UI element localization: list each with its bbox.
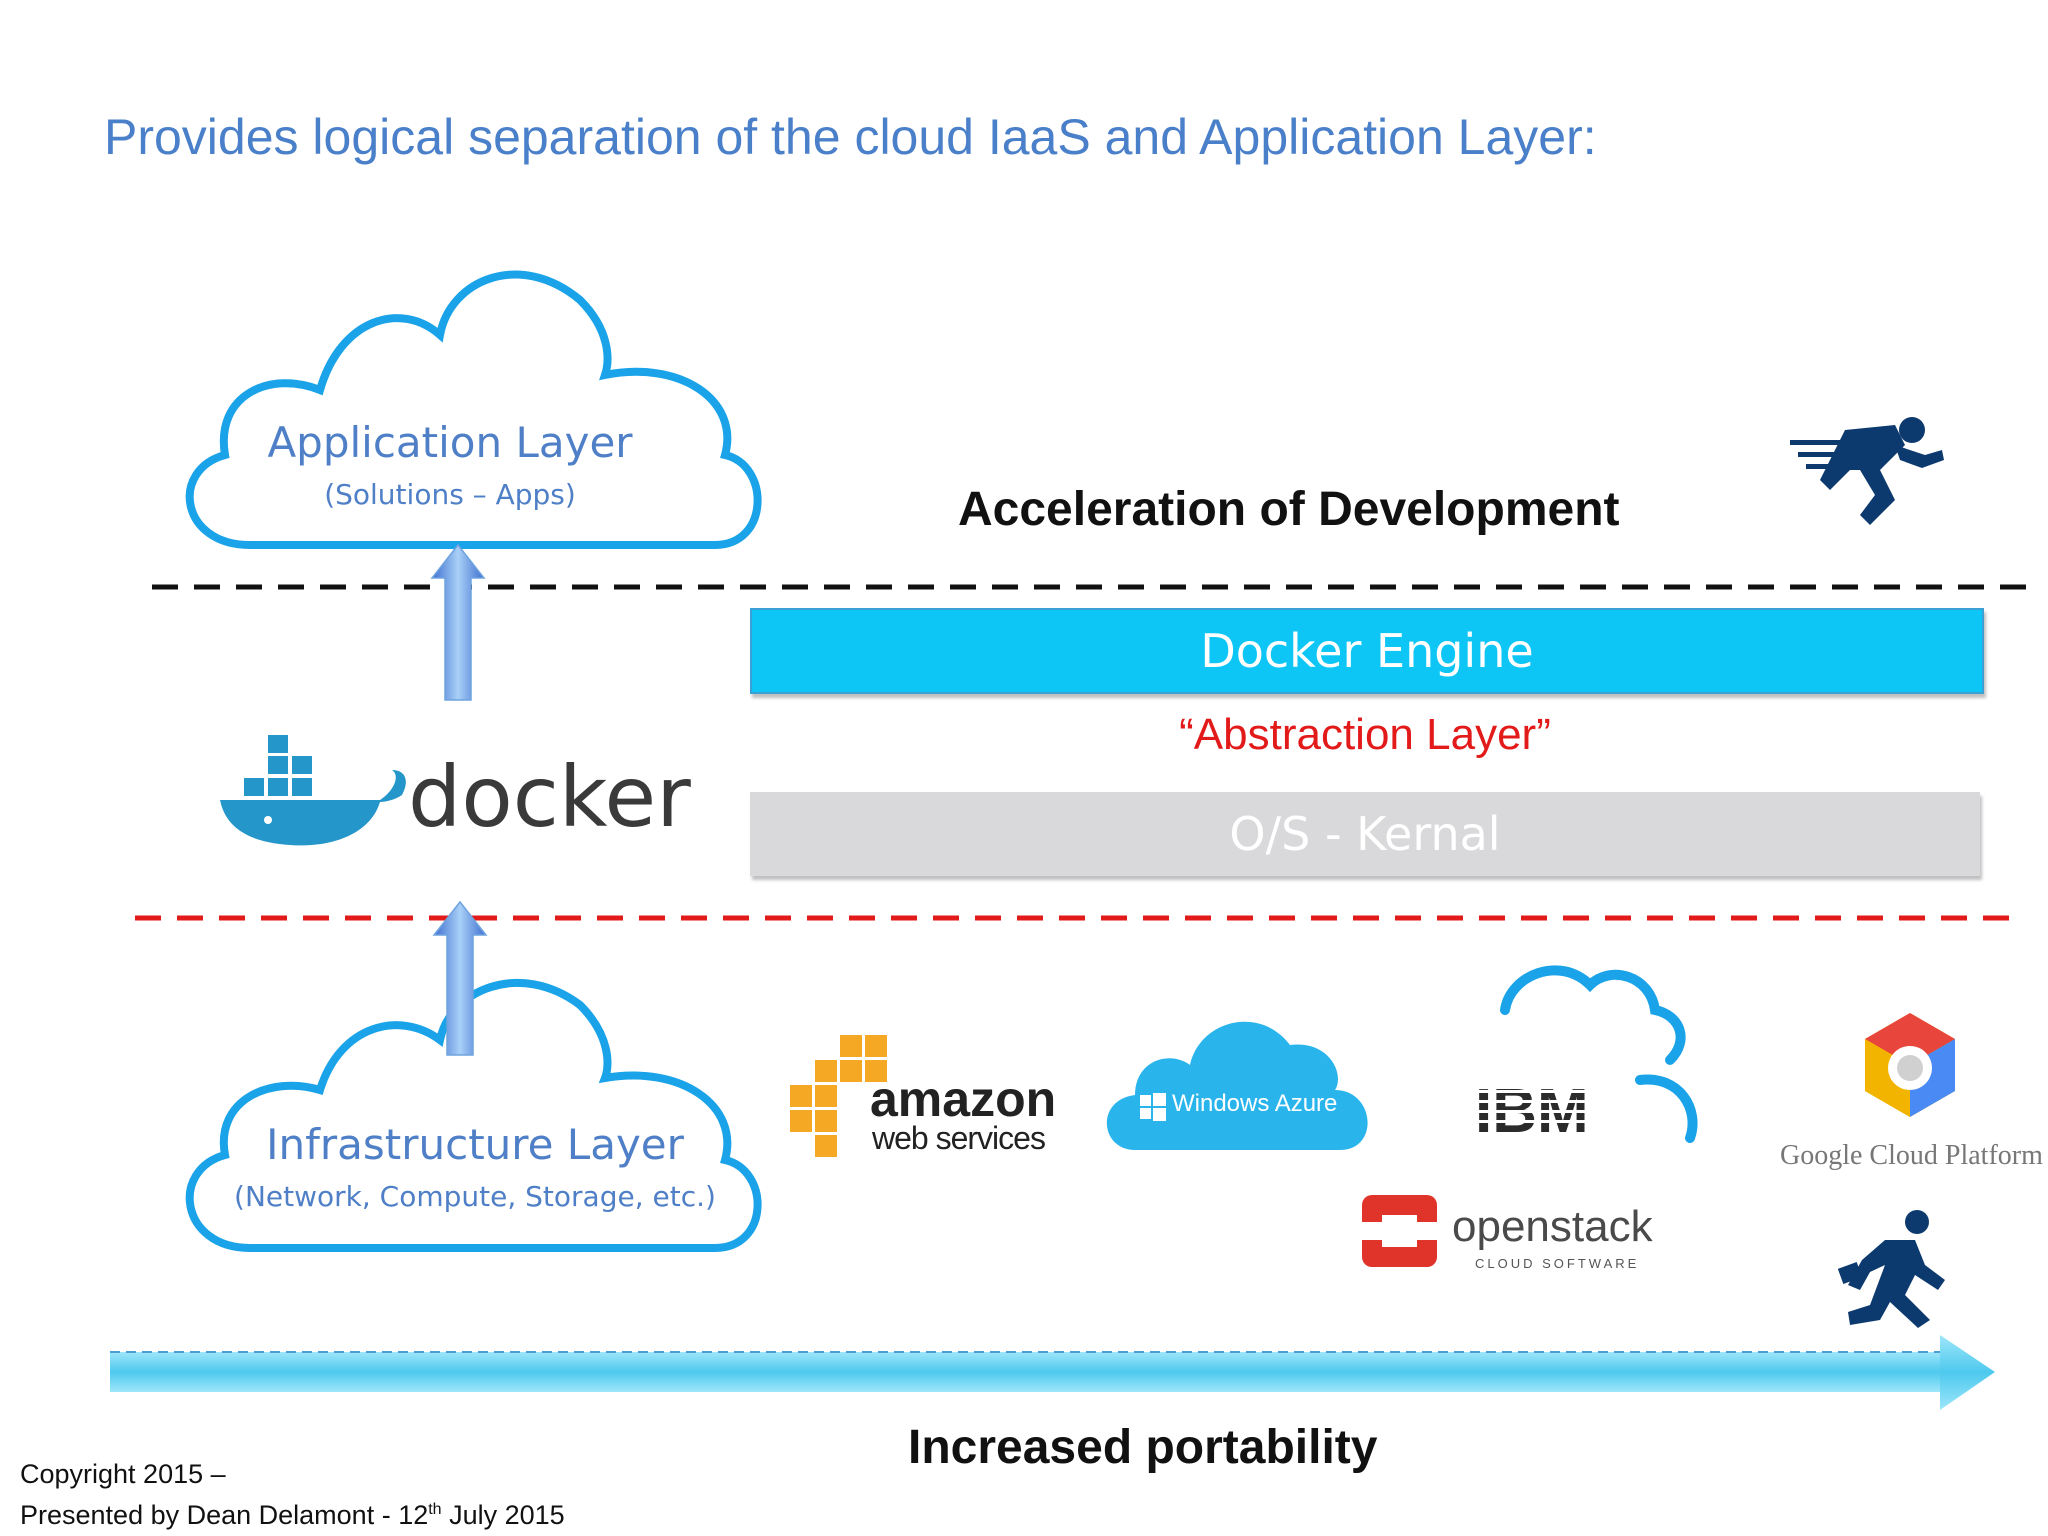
application-layer-title: Application Layer	[267, 418, 633, 467]
aws-logo-text-top: amazon	[870, 1071, 1057, 1127]
application-cloud-shape	[185, 270, 762, 549]
slide-title: Provides logical separation of the cloud…	[104, 109, 1597, 165]
openstack-logo-icon	[1362, 1195, 1437, 1267]
copyright-line-2-suffix: July 2015	[441, 1500, 565, 1530]
azure-logo-text: Windows Azure	[1172, 1090, 1338, 1117]
ibm-cloud-icon	[1500, 965, 1698, 1143]
portability-label: Increased portability	[908, 1421, 1378, 1474]
docker-whale-icon	[220, 735, 406, 846]
google-cloud-icon	[1865, 1013, 1955, 1117]
infrastructure-layer-title: Infrastructure Layer	[266, 1120, 684, 1169]
up-arrow-icon	[430, 543, 486, 701]
runner-fast-icon	[1790, 417, 1944, 525]
acceleration-label: Acceleration of Development	[958, 483, 1620, 536]
runner-walk-icon	[1837, 1210, 1945, 1328]
copyright-line-2-sup: th	[428, 1501, 442, 1518]
aws-logo-text-bottom: web services	[872, 1120, 1046, 1156]
docker-logo-text: docker	[408, 748, 691, 846]
copyright-notice: Copyright 2015 – Presented by Dean Delam…	[20, 1456, 565, 1533]
up-arrow-icon	[432, 900, 488, 1056]
portability-arrow	[110, 1335, 1995, 1410]
infrastructure-cloud-shape	[185, 978, 762, 1252]
aws-logo-icon	[790, 1035, 887, 1157]
openstack-logo-subtext: CLOUD SOFTWARE	[1475, 1256, 1640, 1271]
copyright-line-2: Presented by Dean Delamont - 12th July 2…	[20, 1492, 565, 1533]
abstraction-layer-label: “Abstraction Layer”	[1179, 710, 1551, 759]
docker-engine-bar: Docker Engine	[750, 608, 1984, 694]
openstack-logo-text: openstack	[1452, 1202, 1653, 1251]
copyright-line-1: Copyright 2015 –	[20, 1459, 226, 1489]
ibm-logo-icon: IBM	[1470, 1077, 1630, 1146]
application-layer-subtitle: (Solutions – Apps)	[324, 478, 576, 511]
google-cloud-logo-text: Google Cloud Platform	[1780, 1140, 2043, 1171]
copyright-line-2-prefix: Presented by Dean Delamont - 12	[20, 1500, 429, 1530]
azure-cloud-icon	[1106, 1021, 1368, 1150]
infrastructure-layer-subtitle: (Network, Compute, Storage, etc.)	[234, 1180, 716, 1213]
os-kernel-bar: O/S - Kernal	[750, 792, 1980, 876]
